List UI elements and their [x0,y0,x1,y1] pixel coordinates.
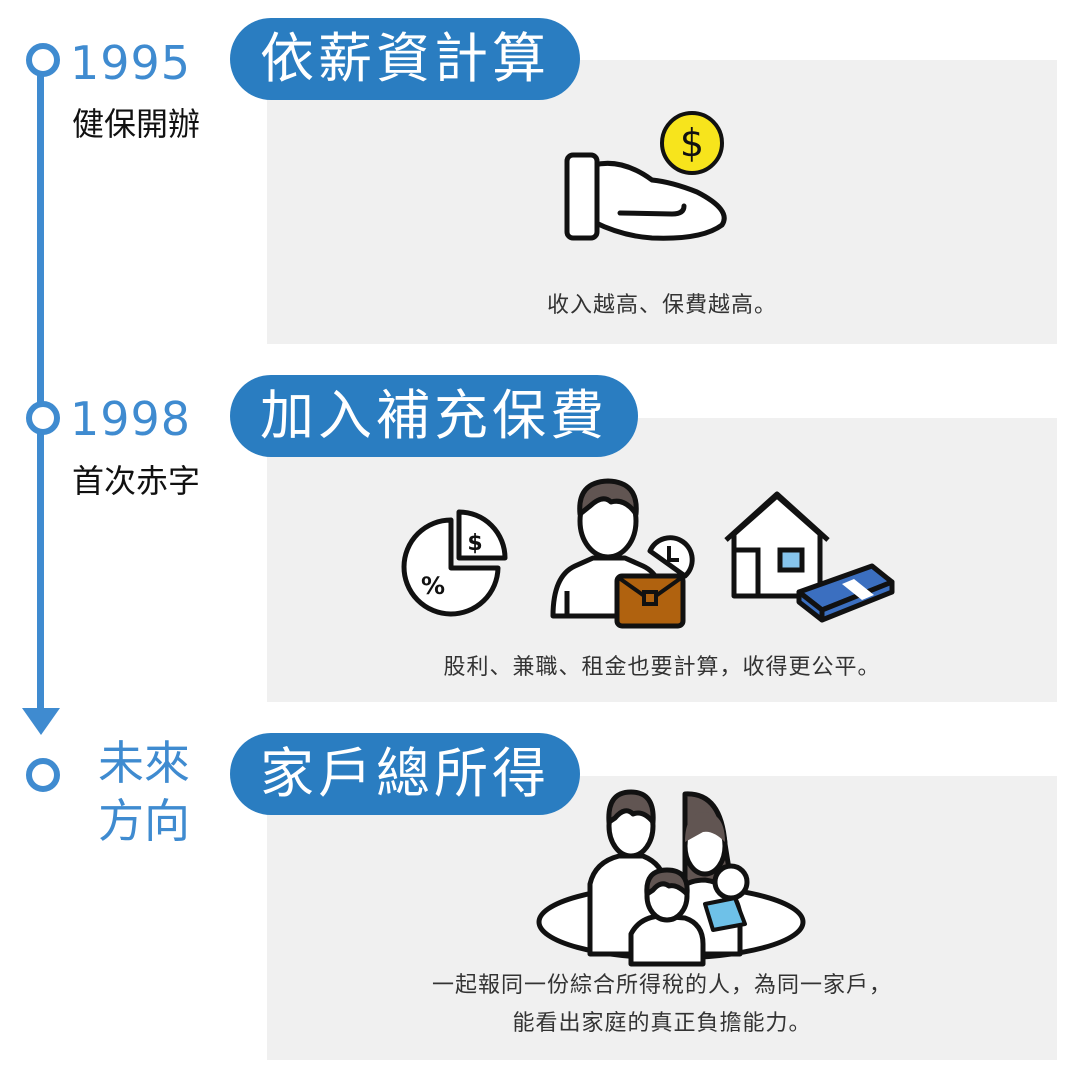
stage-panel-future: 一起報同一份綜合所得稅的人，為同一家戶， 能看出家庭的真正負擔能力。 [267,776,1057,1060]
future-label-line1: 未來 [98,736,190,790]
title-pill-1998: 加入補充保費 [230,375,638,457]
future-label-line2: 方向 [98,794,190,848]
svg-text:$: $ [680,121,704,165]
timeline-line [37,62,44,712]
svg-text:%: % [421,572,445,600]
dollar-coin-icon: $ [660,111,724,175]
timeline-arrow-icon [22,708,60,735]
part-time-worker-icon [550,478,695,629]
hand-holding-coin-icon [564,152,727,241]
subtitle-1995: 健保開辦 [72,105,201,143]
year-label-1998: 1998 [70,392,192,446]
title-pill-future: 家戶總所得 [230,733,580,815]
future-label: 未來 方向 [84,734,204,850]
caption-1995: 收入越高、保費越高。 [546,293,777,318]
timeline-node-future [26,758,60,792]
stage-panel-1998: $ % 股利、兼職、租金也要計算，收得更公平。 [267,418,1057,702]
title-pill-1995: 依薪資計算 [230,18,580,100]
year-label-1995: 1995 [70,36,192,90]
pie-chart-dividend-icon: $ % [401,509,508,617]
svg-text:$: $ [467,531,482,556]
family-household-icon [536,789,806,967]
subtitle-1998: 首次赤字 [72,462,201,500]
timeline-node-1998 [26,401,60,435]
caption-1998: 股利、兼職、租金也要計算，收得更公平。 [443,655,881,680]
timeline-node-1995 [26,43,60,77]
caption-future-line2: 能看出家庭的真正負擔能力。 [512,1011,812,1036]
caption-future-line1: 一起報同一份綜合所得稅的人，為同一家戶， [431,973,892,998]
house-rent-money-icon [724,491,895,623]
stage-panel-1995: $ 收入越高、保費越高。 [267,60,1057,344]
